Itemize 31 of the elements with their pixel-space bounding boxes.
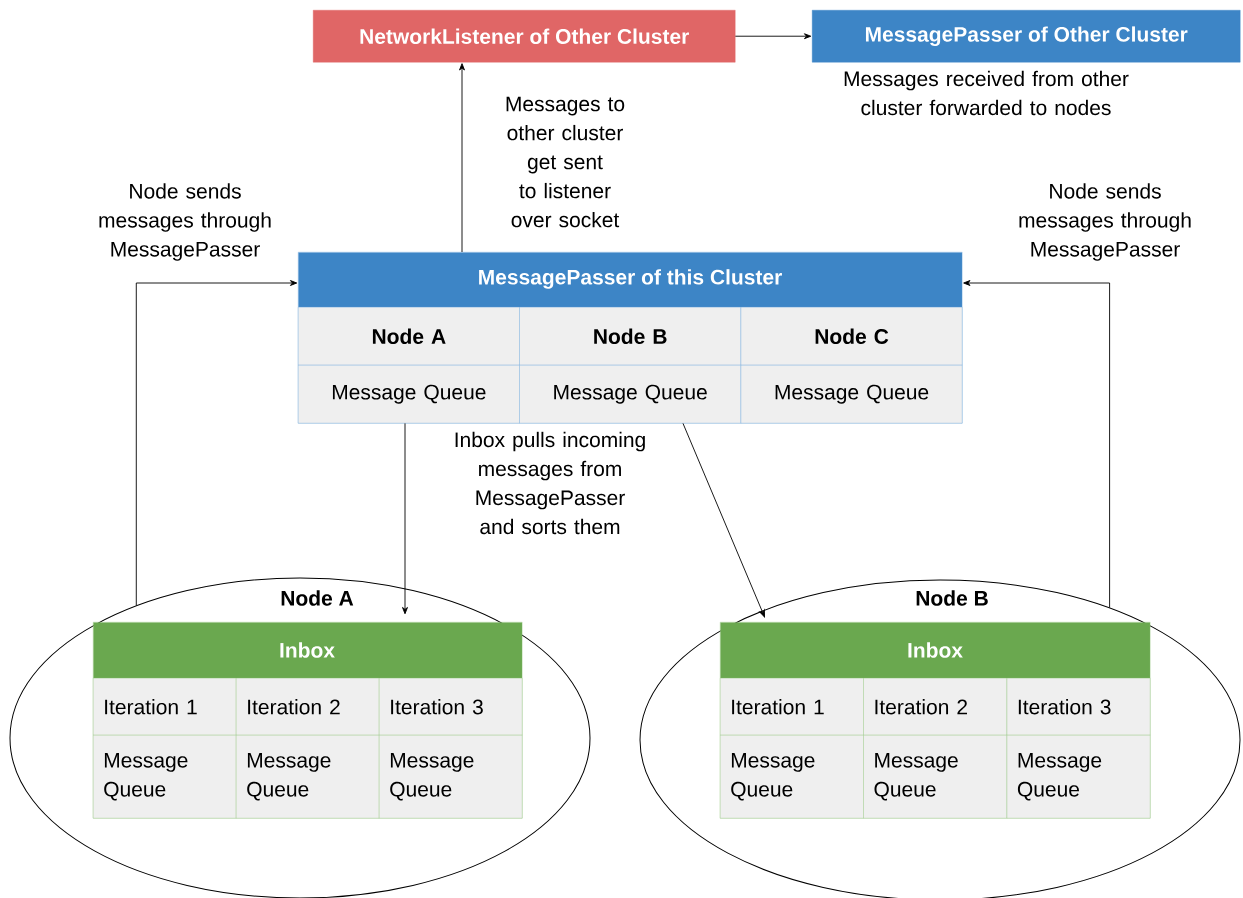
table-cell: Node C: [740, 307, 963, 366]
edge-label: Node sends messages through MessagePasser: [81, 182, 289, 262]
title-box: NetworkListener of Other Cluster: [313, 10, 736, 63]
edge-label: Node sends messages through MessagePasser: [1001, 182, 1209, 262]
arrow: [963, 280, 1111, 608]
edge-label: Inbox pulls incoming messages from MessagePasser and sorts them: [431, 430, 669, 536]
table-cell: Message Queue: [1006, 735, 1151, 819]
table-cell: Node B: [519, 307, 741, 366]
caption-text: Messages received from other cluster forwarded to nodes: [844, 70, 1129, 116]
table-cell: Message Queue: [93, 735, 237, 819]
arrow: [682, 422, 765, 618]
table-cell: Iteration 1: [720, 678, 864, 736]
arrow: [459, 63, 465, 253]
table-cell: Message Queue: [863, 735, 1007, 819]
edge-label: Messages to other cluster get sent to listener over socket: [489, 95, 641, 229]
table-cell: Message Queue: [720, 735, 864, 819]
table-cell: Iteration 1: [93, 678, 237, 736]
arrow: [402, 422, 408, 615]
arrow: [135, 280, 298, 606]
table-cell: Message Queue: [379, 735, 523, 819]
table-cell: Iteration 2: [863, 678, 1007, 736]
table-cell: Message Queue: [740, 365, 963, 424]
table-cell: Message Queue: [236, 735, 380, 819]
table-cell: Iteration 3: [1006, 678, 1151, 736]
table-cell: Iteration 2: [236, 678, 380, 736]
table-cell: Message Queue: [519, 365, 741, 424]
table-cell: Node A: [298, 307, 520, 366]
table-cell: Message Queue: [298, 365, 520, 424]
title-box: MessagePasser of Other Cluster: [812, 10, 1241, 63]
arrow: [734, 33, 812, 40]
table-cell: Iteration 3: [379, 678, 523, 736]
